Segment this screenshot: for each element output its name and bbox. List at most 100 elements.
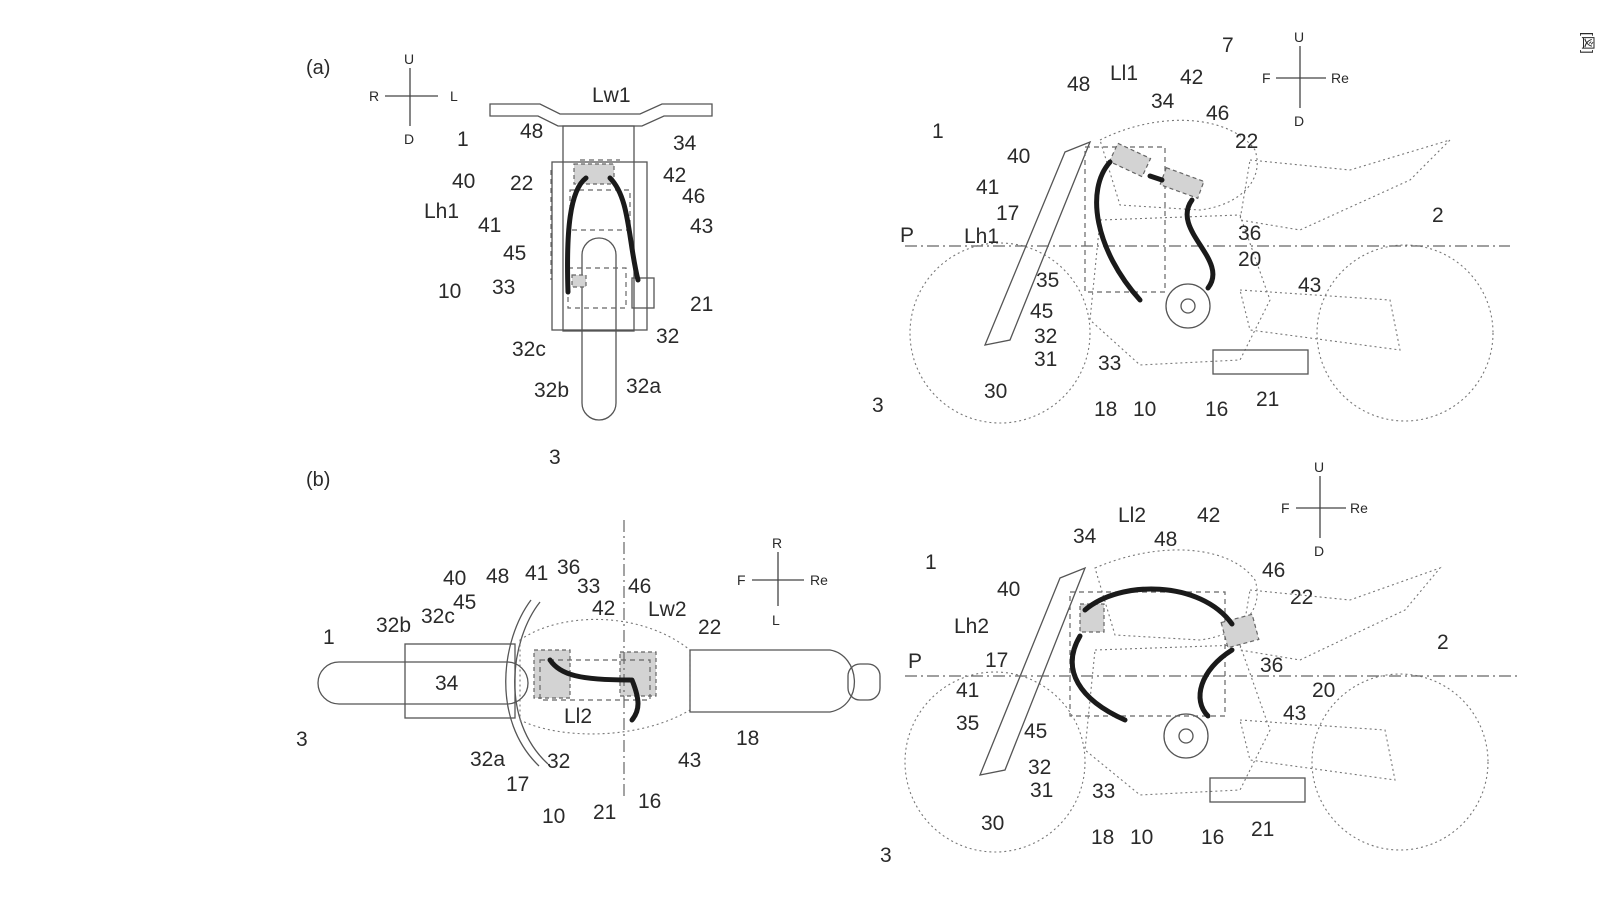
reference-label: 41 (525, 562, 548, 585)
reference-label: 17 (996, 202, 1019, 225)
reference-label: 33 (1092, 780, 1115, 803)
reference-label: 48 (486, 565, 509, 588)
reference-label: 36 (557, 556, 580, 579)
compass-front-view-a: U D R L (369, 51, 458, 147)
svg-text:Re: Re (810, 572, 828, 588)
reference-label: 32b (376, 614, 411, 637)
reference-label: Ll2 (564, 705, 592, 728)
svg-text:R: R (772, 535, 782, 551)
reference-label: 16 (638, 790, 661, 813)
reference-label: 32b (534, 379, 569, 402)
reference-label: 1 (932, 120, 944, 143)
side-view-a (905, 119, 1510, 424)
svg-text:U: U (1314, 459, 1324, 475)
reference-label: 46 (682, 185, 705, 208)
section-label-a: (a) (306, 57, 330, 79)
reference-label: 31 (1030, 779, 1053, 802)
reference-label: 32 (656, 325, 679, 348)
section-label-b: (b) (306, 469, 330, 491)
reference-label: 2 (1432, 204, 1444, 227)
reference-label: 10 (438, 280, 461, 303)
reference-label: 1 (457, 128, 469, 151)
reference-label: 42 (663, 164, 686, 187)
reference-label: 48 (520, 120, 543, 143)
reference-label: Ll1 (1110, 62, 1138, 85)
compass-side-view-a: U D F Re (1262, 29, 1349, 129)
reference-label: 43 (690, 215, 713, 238)
reference-label: 43 (678, 749, 701, 772)
reference-label: 17 (506, 773, 529, 796)
reference-label: 41 (478, 214, 501, 237)
reference-label: 42 (1180, 66, 1203, 89)
reference-label: 30 (984, 380, 1007, 403)
reference-label: 32 (547, 750, 570, 773)
reference-label: 18 (1094, 398, 1117, 421)
reference-label: Lh2 (954, 615, 989, 638)
reference-label: 1 (925, 551, 937, 574)
svg-text:L: L (450, 88, 458, 104)
reference-label: 22 (1290, 586, 1313, 609)
reference-label: 42 (592, 597, 615, 620)
reference-label: 1 (323, 626, 335, 649)
reference-label: 33 (1098, 352, 1121, 375)
reference-label: 43 (1283, 702, 1306, 725)
reference-label: 43 (1298, 274, 1321, 297)
reference-label: 41 (956, 679, 979, 702)
reference-label: 32c (421, 605, 455, 628)
reference-label: 20 (1238, 248, 1261, 271)
reference-label: 45 (503, 242, 526, 265)
reference-label: 10 (1133, 398, 1156, 421)
reference-label: 46 (628, 575, 651, 598)
reference-label: 10 (542, 805, 565, 828)
svg-text:U: U (404, 51, 414, 67)
svg-text:F: F (737, 572, 746, 588)
reference-label: 40 (443, 567, 466, 590)
reference-label: Ll2 (1118, 504, 1146, 527)
reference-label: 36 (1238, 222, 1261, 245)
reference-label: 32c (512, 338, 546, 361)
front-view-a (489, 103, 713, 421)
reference-label: 34 (1073, 525, 1097, 548)
reference-label: Lw1 (592, 84, 631, 107)
reference-label: 33 (577, 575, 600, 598)
reference-label: 42 (1197, 504, 1220, 527)
reference-label: 21 (593, 801, 616, 824)
reference-label: 45 (1030, 300, 1053, 323)
reference-label: 3 (880, 844, 892, 867)
reference-label: 34 (673, 132, 697, 155)
side-view-b (904, 549, 1520, 853)
svg-text:Re: Re (1350, 500, 1368, 516)
reference-label: 21 (1251, 818, 1274, 841)
reference-label: 40 (1007, 145, 1030, 168)
reference-label: 48 (1154, 528, 1177, 551)
reference-label: 10 (1130, 826, 1153, 849)
reference-label: 22 (510, 172, 533, 195)
reference-label: 3 (872, 394, 884, 417)
reference-label: 22 (1235, 130, 1258, 153)
compass-top-view-b: R L F Re (737, 535, 828, 628)
reference-label: 36 (1260, 654, 1283, 677)
reference-label: 21 (690, 293, 713, 316)
svg-text:F: F (1262, 70, 1271, 86)
svg-text:D: D (404, 131, 414, 147)
reference-label: 22 (698, 616, 721, 639)
top-view-b (317, 520, 881, 800)
reference-label: 32a (626, 375, 661, 398)
reference-label: P (908, 650, 922, 673)
reference-label: Lw2 (648, 598, 687, 621)
reference-label: 32 (1028, 756, 1051, 779)
reference-label: Lh1 (964, 225, 999, 248)
reference-label: 16 (1201, 826, 1224, 849)
compass-side-view-b: U D F Re (1281, 459, 1368, 559)
reference-label: 2 (1437, 631, 1449, 654)
reference-label: 34 (1151, 90, 1175, 113)
reference-label: 34 (435, 672, 459, 695)
reference-label: 46 (1262, 559, 1285, 582)
svg-text:U: U (1294, 29, 1304, 45)
reference-label: 30 (981, 812, 1004, 835)
